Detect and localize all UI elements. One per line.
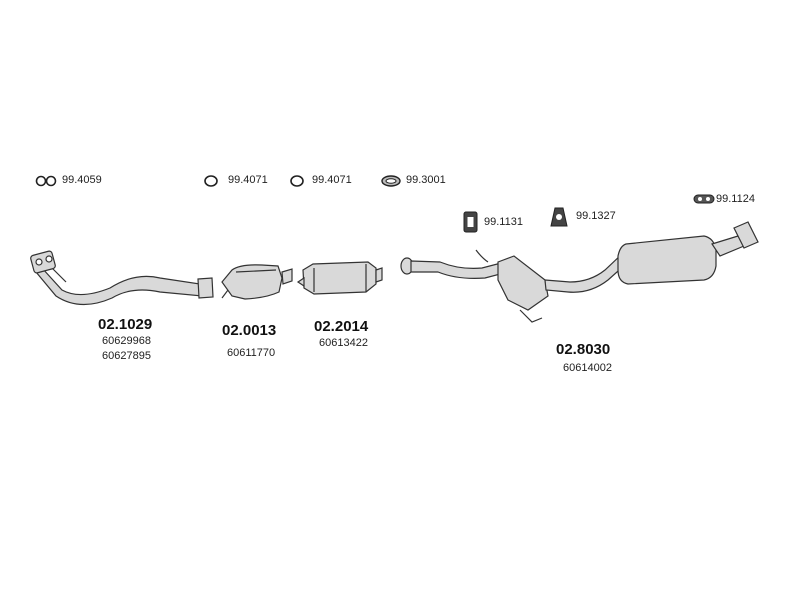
part-number: 02.1029	[98, 316, 153, 333]
accessory-code: 99.1327	[576, 210, 616, 222]
hanger-bracket-icon	[550, 207, 568, 227]
oem-number: 60627895	[102, 350, 151, 362]
rubber-ring-icon	[381, 175, 401, 187]
part-number: 02.0013	[222, 322, 277, 339]
middle-silencer-part	[296, 261, 383, 295]
gasket-ring-icon	[204, 175, 218, 187]
oem-number: 60611770	[227, 347, 276, 359]
accessory-code: 99.4059	[62, 174, 102, 186]
accessory-code: 99.1131	[484, 216, 523, 228]
oem-number: 60613422	[319, 337, 368, 349]
accessory-code: 99.3001	[406, 174, 446, 186]
rear-silencer-part	[400, 221, 759, 323]
part-number: 02.2014	[314, 318, 369, 335]
rubber-hanger-icon	[463, 211, 478, 233]
accessory-code: 99.4071	[312, 174, 352, 186]
front-pipe-part	[30, 250, 214, 306]
gasket-ring-icon	[290, 175, 304, 187]
gasket-pair-icon	[35, 175, 57, 187]
accessory-code: 99.1124	[716, 193, 755, 205]
part-number: 02.8030	[556, 341, 611, 358]
oem-number: 60614002	[563, 362, 612, 374]
accessory-code: 99.4071	[228, 174, 268, 186]
oem-number: 60629968	[102, 335, 151, 347]
clamp-icon	[693, 194, 715, 204]
catalytic-converter-part	[221, 264, 293, 300]
